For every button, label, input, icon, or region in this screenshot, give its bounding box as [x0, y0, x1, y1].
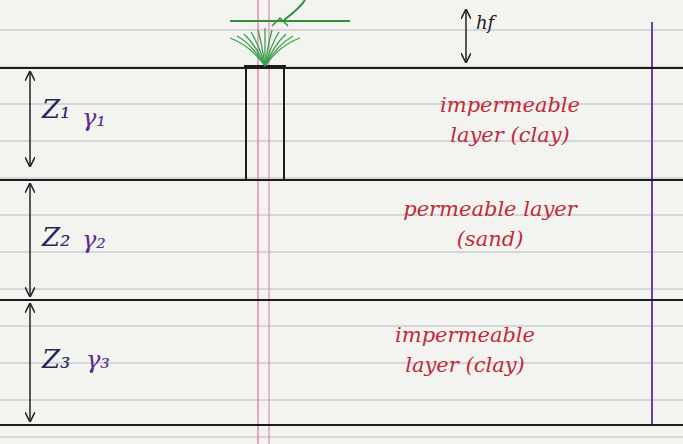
layer-name: permeable layer (sand)	[400, 194, 580, 254]
thickness-label: Z₂	[42, 222, 71, 252]
soil-layer-band: permeable layer (sand)	[300, 182, 650, 298]
thickness-label: Z₁	[42, 94, 71, 124]
layer-name: impermeable layer (clay)	[390, 320, 540, 380]
unit-weight-label: γ₃	[86, 346, 110, 374]
thickness-label: Z₃	[42, 344, 71, 374]
head-label: hf	[476, 12, 494, 33]
soil-layer-band: impermeable layer (clay)	[300, 302, 650, 424]
unit-weight-label: γ₂	[82, 226, 106, 254]
layer-name: impermeable layer (clay)	[410, 90, 610, 150]
unit-weight-label: γ₁	[82, 104, 106, 132]
soil-layer-band: impermeable layer (clay)	[300, 70, 650, 178]
